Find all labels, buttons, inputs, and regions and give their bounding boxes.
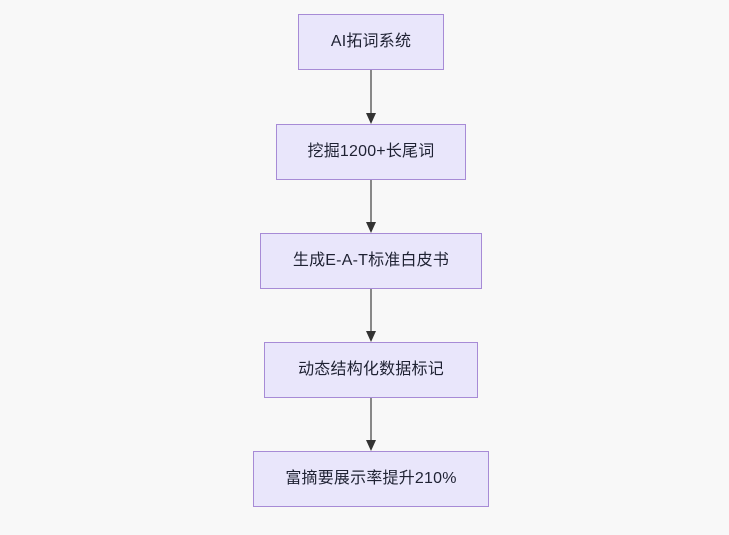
node-label: 生成E-A-T标准白皮书 [292,252,450,269]
connector-node-1-to-node-2 [361,70,381,124]
flowchart-node-mine-longtail-keywords[interactable]: 挖掘1200+长尾词 [276,124,466,180]
connector-node-3-to-node-4 [361,289,381,342]
node-label: 挖掘1200+长尾词 [307,143,435,160]
node-label: 动态结构化数据标记 [298,361,444,378]
flowchart-node-generate-eat-whitepaper[interactable]: 生成E-A-T标准白皮书 [260,233,482,289]
node-label: 富摘要展示率提升210% [285,470,457,487]
node-label: AI拓词系统 [330,33,412,50]
flowchart-node-ai-keyword-system[interactable]: AI拓词系统 [298,14,444,70]
flowchart-node-rich-snippet-rate-increase[interactable]: 富摘要展示率提升210% [253,451,489,507]
connector-node-2-to-node-3 [361,180,381,233]
connector-node-4-to-node-5 [361,398,381,451]
flowchart-node-dynamic-structured-data-markup[interactable]: 动态结构化数据标记 [264,342,478,398]
